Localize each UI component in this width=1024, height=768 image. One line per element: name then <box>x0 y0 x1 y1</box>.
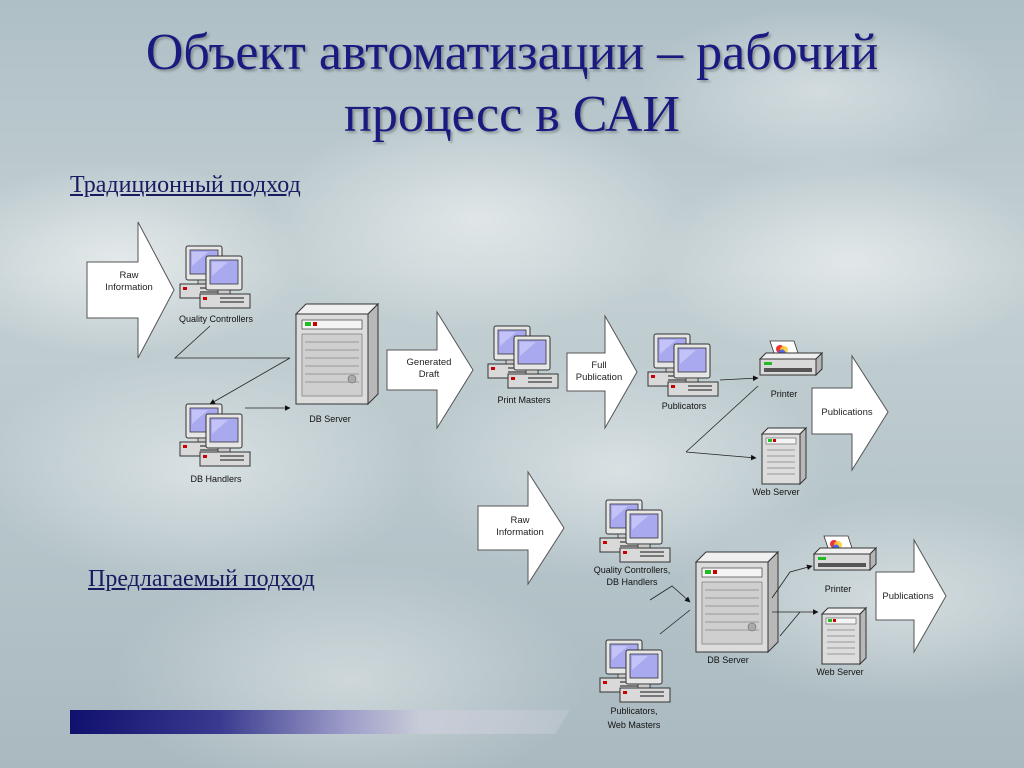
workstation-icon <box>648 334 718 396</box>
qc-dbh-label-line-2: DB Handlers <box>606 577 658 587</box>
arrow-raw-label-line-2: Information <box>105 282 153 293</box>
web-server-traditional: Web Server <box>752 427 807 497</box>
connector-server-to-printer <box>771 564 813 599</box>
slide-title-line-2: процесс в САИ <box>344 86 680 143</box>
workstation-icon <box>600 500 670 562</box>
printer-proposed: Printer <box>813 535 877 594</box>
web-server-label: Web Server <box>752 487 799 497</box>
workstation-icon <box>180 246 250 308</box>
db-handlers-label: DB Handlers <box>190 474 242 484</box>
arrow-full-label-line-2: Publication <box>576 372 622 383</box>
workstation-icon <box>600 640 670 702</box>
qc-dbh-workstations: Quality Controllers, DB Handlers <box>594 500 671 587</box>
workstation-icon <box>180 404 250 466</box>
arrow-raw-label-line-1: Raw <box>119 270 138 281</box>
connector-publicators-to-printer <box>719 375 759 382</box>
section-proposed-heading: Предлагаемый подход <box>88 566 315 592</box>
publicators-wm-label-line-1: Publicators, <box>610 706 657 716</box>
web-server-proposed-label: Web Server <box>816 667 863 677</box>
arrow-raw-information-traditional: Raw Information <box>86 221 175 359</box>
arrow-draft-label-line-1: Generated <box>407 357 452 368</box>
slide-title: Объект автоматизации – рабочий процесс в… <box>0 22 1024 146</box>
publicators-webmasters-workstations: Publicators, Web Masters <box>600 640 670 730</box>
server-icon <box>295 303 379 405</box>
arrow-raw-information-proposed: Raw Information <box>477 470 565 586</box>
db-server-proposed-label: DB Server <box>707 655 749 665</box>
db-server-label: DB Server <box>309 414 351 424</box>
printer-proposed-label: Printer <box>825 584 852 594</box>
arrow-full-publication: Full Publication <box>566 314 638 430</box>
workstation-icon <box>488 326 558 388</box>
arrow-draft-label-line-2: Draft <box>419 369 440 380</box>
db-server-proposed: DB Server <box>695 551 779 665</box>
printer-traditional: Printer <box>759 340 823 399</box>
publicators-workstations: Publicators <box>648 334 718 411</box>
quality-controllers-label: Quality Controllers <box>179 314 254 324</box>
arrow-raw2-label-line-2: Information <box>496 527 544 538</box>
arrow-publications-label: Publications <box>821 407 872 418</box>
qc-dbh-label-line-1: Quality Controllers, <box>594 565 671 575</box>
quality-controllers-workstations: Quality Controllers <box>179 246 254 324</box>
arrow-publications-proposed-label: Publications <box>882 591 933 602</box>
publicators-label: Publicators <box>662 401 707 411</box>
connectors-traditional <box>173 325 759 461</box>
slide-title-line-1: Объект автоматизации – рабочий <box>145 24 879 81</box>
connector-qc-to-server <box>173 325 290 359</box>
printer-label: Printer <box>771 389 798 399</box>
arrow-generated-draft: Generated Draft <box>386 310 474 430</box>
publicators-wm-label-line-2: Web Masters <box>608 720 661 730</box>
print-masters-label: Print Masters <box>497 395 551 405</box>
connector-branch <box>779 611 801 637</box>
section-traditional-heading: Традиционный подход <box>70 172 301 198</box>
web-server-proposed: Web Server <box>816 607 867 677</box>
arrow-publications-proposed: Publications <box>875 538 947 654</box>
connector-server-to-dbh <box>209 357 291 405</box>
footer-decorative-bar <box>70 710 570 734</box>
server-icon <box>695 551 779 653</box>
connector-qc-to-server-2 <box>649 585 691 603</box>
db-server-traditional: DB Server <box>295 303 379 424</box>
connector-printer-to-webserver <box>685 385 759 453</box>
arrow-full-label-line-1: Full <box>591 360 606 371</box>
printer-icon <box>759 340 823 376</box>
web-server-icon <box>821 607 867 665</box>
web-server-icon <box>761 427 807 485</box>
printer-icon <box>813 535 877 571</box>
arrow-publications-traditional: Publications <box>811 354 889 472</box>
print-masters-workstations: Print Masters <box>488 326 558 405</box>
db-handlers-workstations: DB Handlers <box>180 404 250 484</box>
connector-server-to-publicators <box>659 609 691 635</box>
connectors-proposed <box>649 564 819 637</box>
arrow-raw2-label-line-1: Raw <box>510 515 529 526</box>
connector-to-webserver <box>685 451 757 461</box>
